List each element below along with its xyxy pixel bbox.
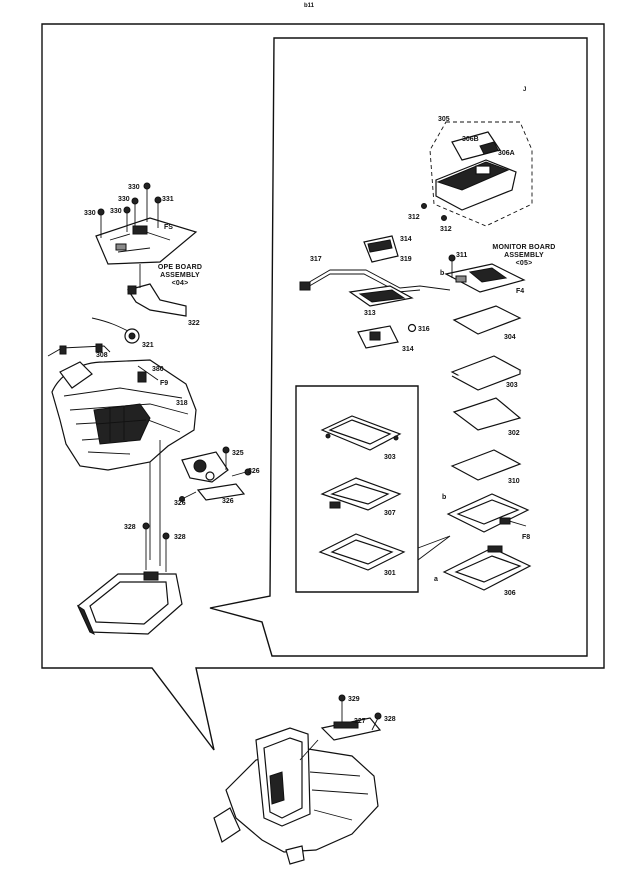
callout-325: 325 [232,450,244,457]
callout-303: 303 [506,382,518,389]
speaker-321 [91,317,140,344]
callout-305: 305 [438,116,450,123]
callout-327: 327 [354,718,366,725]
callout-b: b [442,494,447,501]
main-frame-318 [51,359,197,471]
callout-328: 328 [174,534,186,541]
bracket-322 [127,264,187,317]
callout-310: 310 [508,478,520,485]
callout-302: 302 [508,430,520,437]
callout-322: 322 [188,320,200,327]
flex-cable-317 [299,269,451,307]
screws-330 [97,182,162,238]
ope-board-assembly-label: OPE BOARD ASSEMBLY <04> [152,264,208,288]
frame-301 [318,533,406,571]
callout-312: 312 [408,214,420,221]
callout-316: 316 [418,326,430,333]
callout-330: 330 [84,210,96,217]
callout-311: 311 [456,252,468,259]
callout-326: 326 [248,468,260,475]
callout-326: 326 [222,498,234,505]
monitor-board-assy [444,254,526,293]
gear-cluster-325 [179,446,252,502]
part-305 [421,131,517,221]
corner-mark: J [523,87,527,93]
callout-380: 380 [152,366,164,373]
monitor-board-assembly-label: MONITOR BOARD ASSEMBLY <05> [486,244,562,268]
cable-308 [47,343,111,357]
frame-303-group [320,415,402,451]
callout-b: b [440,270,445,277]
sheet-310 [450,449,522,481]
callout-f9: F9 [160,380,169,387]
monitor-board-line1: MONITOR BOARD [492,244,556,251]
ope-board [95,217,198,265]
sheet-303 [450,355,522,391]
callout-314: 314 [402,346,414,353]
callout-301: 301 [384,570,396,577]
page-top-code: b11 [304,3,315,9]
assembled-camera [213,694,382,865]
frame-306 [442,545,532,591]
outer-frame [41,23,605,751]
callout-f4: F4 [516,288,525,295]
callout-306a: 306A [498,150,515,157]
callout-326: 326 [174,500,186,507]
group-305-outline [429,121,533,227]
callout-328: 328 [124,524,136,531]
callout-313: 313 [364,310,376,317]
ope-board-line3: <04> [171,280,189,287]
callout-307: 307 [384,510,396,517]
lcd-unit [76,522,183,636]
callout-321: 321 [142,342,154,349]
callout-330: 330 [128,184,140,191]
group-box [295,385,419,593]
sheet-304 [452,305,522,335]
callout-312: 312 [440,226,452,233]
callout-306: 306 [504,590,516,597]
callout-a: a [434,576,438,583]
callout-328: 328 [384,716,396,723]
callout-317: 317 [310,256,322,263]
callout-319: 319 [400,256,412,263]
ope-board-line1: OPE BOARD [157,264,203,271]
callout-304: 304 [504,334,516,341]
group-box-pointer [417,535,451,561]
monitor-board-line2: ASSEMBLY [504,252,544,259]
callout-303: 303 [384,454,396,461]
callout-318: 318 [176,400,188,407]
callout-314: 314 [400,236,412,243]
callout-331: 331 [162,196,174,203]
callout-329: 329 [348,696,360,703]
callout-308: 308 [96,352,108,359]
callout-306b: 306B [462,136,479,143]
panel-307 [320,477,402,511]
callout-330: 330 [118,196,130,203]
part-314-upper [363,235,399,263]
inner-frame [209,37,588,657]
callout-fs: FS [164,224,173,231]
monitor-board-line3: <05> [515,260,533,267]
callout-330: 330 [110,208,122,215]
callout-f8: F8 [522,534,531,541]
part-314-lower [357,323,417,349]
frame-f8 [446,493,530,533]
sheet-302 [452,397,522,431]
ope-board-line2: ASSEMBLY [160,272,200,279]
